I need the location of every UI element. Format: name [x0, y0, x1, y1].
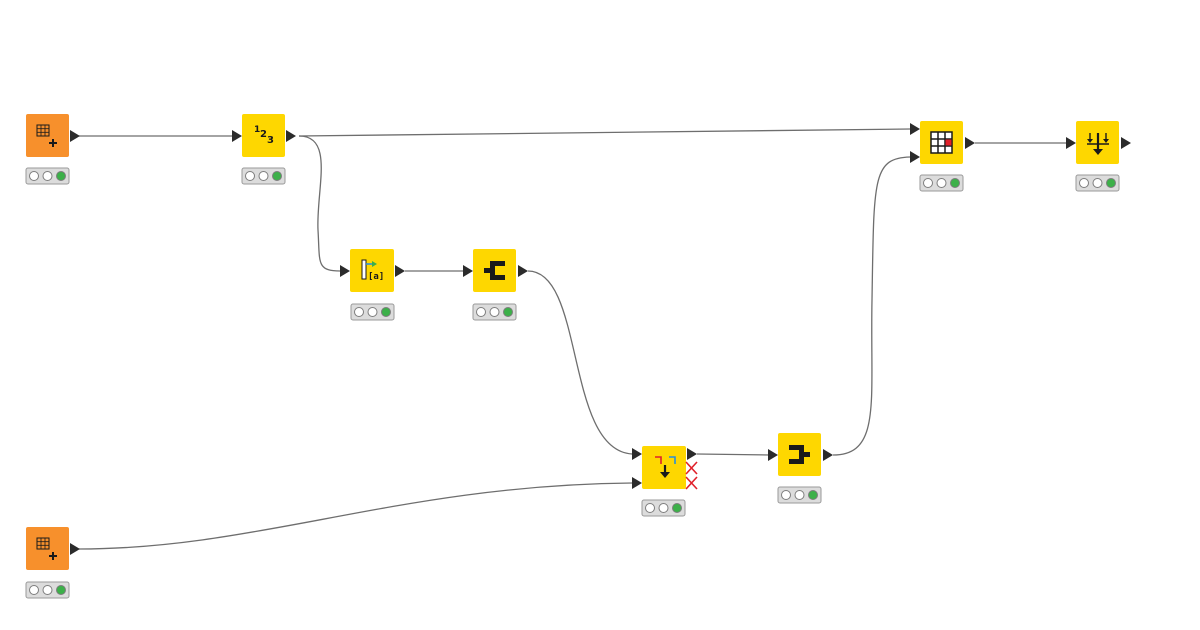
input-port-top[interactable] [632, 448, 642, 460]
connections [78, 128, 1068, 550]
connection-tablecreator2-crossjoiner[interactable] [78, 482, 633, 550]
node-column-filter-1[interactable] [463, 249, 528, 321]
node-status [472, 303, 517, 321]
node-table-creator-2[interactable] [25, 527, 80, 599]
joiner-icon [930, 131, 953, 154]
output-port[interactable] [286, 130, 296, 142]
input-port[interactable] [1066, 137, 1076, 149]
input-port[interactable] [232, 130, 242, 142]
output-port[interactable] [70, 130, 80, 142]
output-port[interactable] [518, 265, 528, 277]
svg-text:3: 3 [267, 135, 274, 146]
input-port-top[interactable] [910, 123, 920, 135]
connection-number-joiner[interactable] [298, 128, 911, 137]
connection-columnfilter2-joiner[interactable] [832, 156, 911, 456]
svg-text:1: 1 [254, 125, 260, 135]
connection-number-columnexpression[interactable] [298, 135, 341, 272]
table-create-icon [36, 124, 57, 147]
column-expression-icon: [a] [361, 259, 384, 282]
input-port-bottom[interactable] [632, 477, 642, 489]
output-port[interactable] [1121, 137, 1131, 149]
node-joiner[interactable] [910, 121, 975, 192]
output-port[interactable] [70, 543, 80, 555]
sorter-icon [1087, 133, 1109, 155]
connection-columnfilter1-crossjoiner[interactable] [527, 270, 633, 455]
input-port-bottom[interactable] [910, 151, 920, 163]
node-status [919, 174, 964, 192]
column-filter-icon [789, 445, 810, 464]
output-port[interactable] [395, 265, 405, 277]
input-port[interactable] [463, 265, 473, 277]
node-number[interactable]: 1 2 3 [232, 114, 296, 185]
node-status [25, 167, 70, 185]
node-table-creator-1[interactable] [25, 114, 80, 185]
node-status [641, 499, 686, 517]
node-cross-joiner[interactable] [632, 446, 698, 517]
svg-text:2: 2 [260, 129, 267, 140]
node-body[interactable] [242, 114, 285, 157]
node-status [241, 167, 286, 185]
node-status [777, 486, 822, 504]
table-create-icon [36, 537, 57, 560]
cross-join-icon [655, 456, 676, 478]
input-port[interactable] [768, 449, 778, 461]
node-body[interactable] [350, 249, 394, 292]
node-status [1075, 174, 1120, 192]
output-port[interactable] [823, 449, 833, 461]
output-port-top[interactable] [687, 448, 697, 460]
input-port[interactable] [340, 265, 350, 277]
node-column-expression[interactable]: [a] [340, 249, 405, 321]
output-port[interactable] [965, 137, 975, 149]
number-sequence-icon: 1 2 3 [254, 125, 274, 146]
node-sorter[interactable] [1066, 121, 1131, 192]
column-filter-icon [484, 261, 505, 280]
connection-crossjoiner-columnfilter2[interactable] [696, 453, 771, 456]
node-column-filter-2[interactable] [768, 433, 833, 504]
warning-cross-icon [685, 461, 698, 490]
node-status [25, 581, 70, 599]
svg-text:[a]: [a] [368, 272, 384, 282]
node-status [350, 303, 395, 321]
